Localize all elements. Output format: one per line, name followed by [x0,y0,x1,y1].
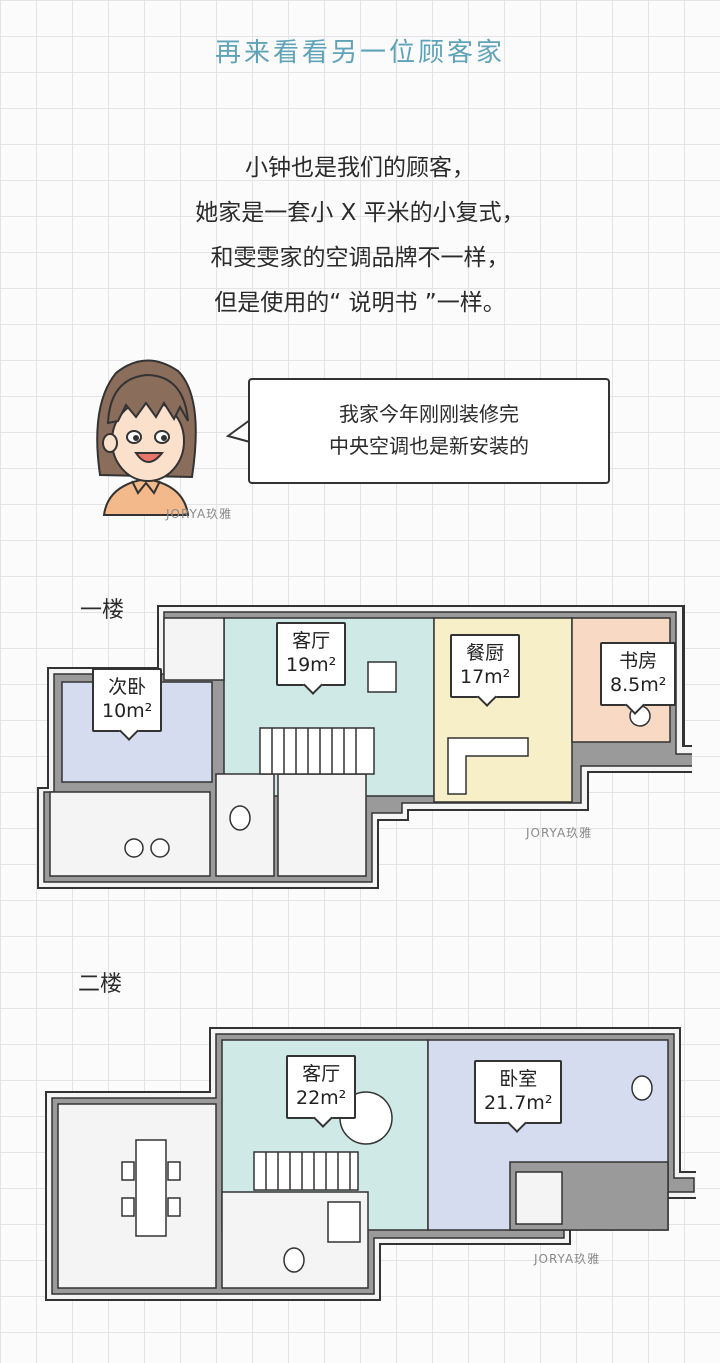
floor2-plan [45,1027,696,1301]
room-area: 8.5m² [610,674,667,696]
floor1-plan [37,605,692,889]
intro-text: 小钟也是我们的顾客， 她家是一套小 X 平米的小复式， 和雯雯家的空调品牌不一样… [0,146,720,326]
room-area: 17m² [460,666,511,688]
speech-line: 中央空调也是新安装的 [329,434,529,458]
room-tag-living-room: 客厅 19m² [276,622,347,695]
room-tag-second-bedroom: 次卧 10m² [92,668,163,741]
floor1-label: 一楼 [80,598,125,623]
speech-bubble-tail [226,419,251,443]
room-tag-kitchen-dining: 餐厨 17m² [450,634,521,707]
room-area: 10m² [102,700,153,722]
intro-line: 小钟也是我们的顾客， [245,155,475,181]
intro-line: 她家是一套小 X 平米的小复式， [195,200,525,226]
customer-avatar-illustration [96,359,197,516]
intro-line: 和雯雯家的空调品牌不一样， [210,245,510,271]
room-area: 19m² [286,654,337,676]
floor2-label: 二楼 [78,972,123,997]
room-tag-living-room-2f: 客厅 22m² [286,1055,357,1128]
room-tag-bedroom-2f: 卧室 21.7m² [474,1060,563,1133]
speech-bubble: 我家今年刚刚装修完 中央空调也是新安装的 [248,378,610,484]
room-name: 餐厨 [466,642,505,664]
intro-line: 但是使用的“ 说明书 ”一样。 [214,290,506,316]
speech-line: 我家今年刚刚装修完 [339,402,519,426]
watermark: JORYA玖雅 [526,826,593,840]
room-area: 21.7m² [484,1092,553,1114]
watermark: JORYA玖雅 [166,507,233,521]
room-name: 客厅 [302,1063,341,1085]
page-title: 再来看看另一位顾客家 [214,38,505,68]
room-name: 客厅 [292,630,331,652]
room-name: 书房 [619,650,658,672]
watermark: JORYA玖雅 [534,1252,601,1266]
room-name: 卧室 [499,1068,538,1090]
room-area: 22m² [296,1087,347,1109]
room-name: 次卧 [108,676,147,698]
room-tag-study: 书房 8.5m² [600,642,677,715]
